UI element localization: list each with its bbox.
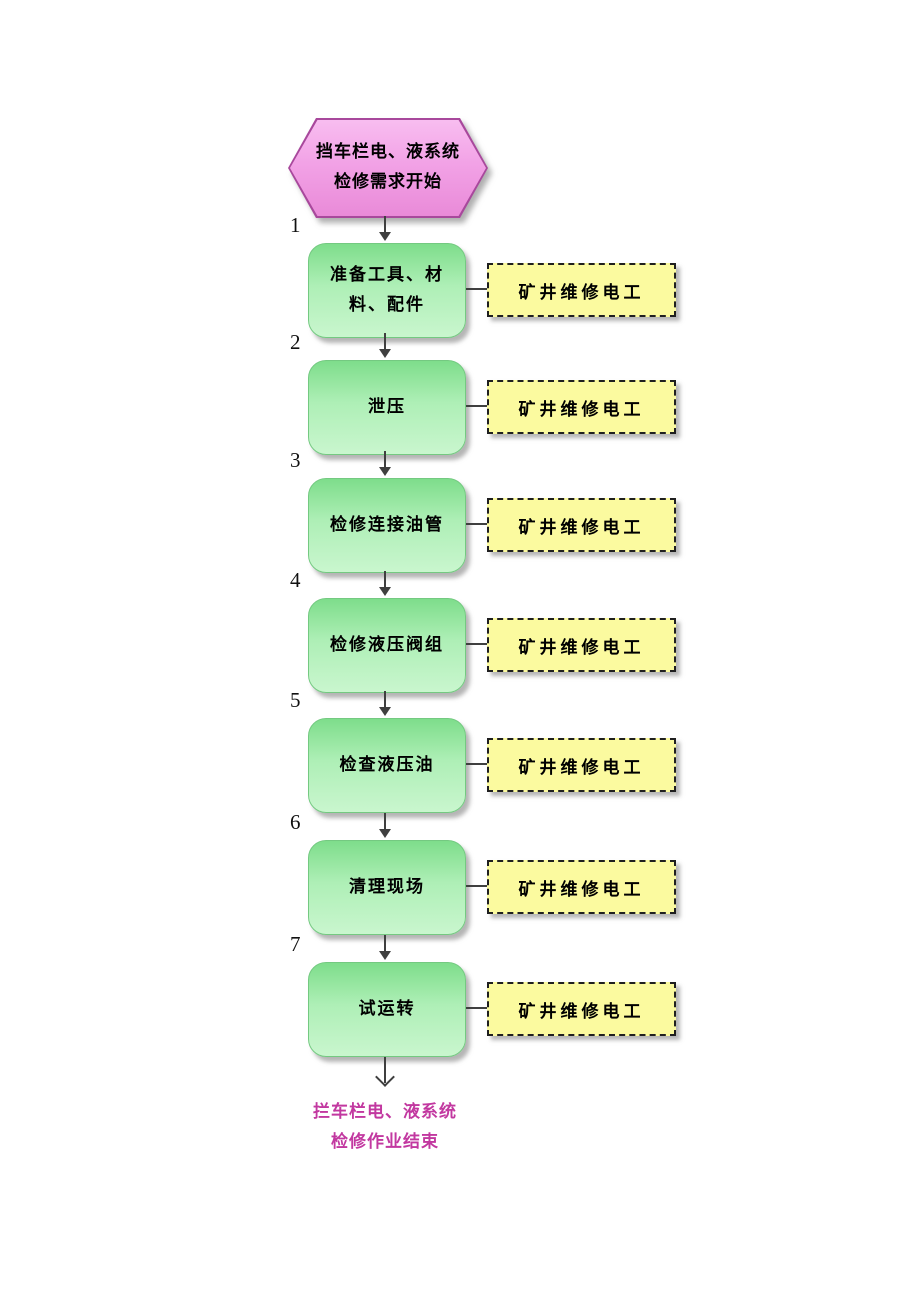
start-node: 挡车栏电、液系统 检修需求开始 — [288, 118, 488, 218]
arrow-shaft — [384, 935, 386, 953]
connector-line — [466, 643, 487, 645]
role-box: 矿井维修电工 — [487, 618, 676, 672]
flow-row-7: 7 试运转 矿井维修电工 — [0, 932, 920, 1057]
end-label-line1: 拦车栏电、液系统 — [313, 1102, 457, 1122]
arrow-shaft — [384, 691, 386, 709]
arrow-down-icon — [379, 587, 391, 596]
step-label: 检查液压油 — [339, 754, 435, 775]
arrow-down-icon — [379, 707, 391, 716]
role-box: 矿井维修电工 — [487, 498, 676, 552]
role-label: 矿井维修电工 — [518, 517, 645, 538]
arrow-down-icon — [379, 829, 391, 838]
step-box: 检修连接油管 — [308, 478, 466, 573]
step-label: 准备工具、材料、配件 — [330, 264, 444, 315]
role-label: 矿井维修电工 — [518, 637, 645, 658]
arrow-shaft — [384, 333, 386, 351]
arrow-shaft — [384, 571, 386, 589]
end-arrow-shaft — [384, 1057, 386, 1083]
flow-row-1: 1 准备工具、材料、配件 矿井维修电工 — [0, 213, 920, 338]
arrow-down-icon — [379, 951, 391, 960]
connector-line — [466, 405, 487, 407]
arrow-shaft — [384, 813, 386, 831]
step-box: 清理现场 — [308, 840, 466, 935]
role-box: 矿井维修电工 — [487, 263, 676, 317]
step-number: 5 — [290, 688, 301, 712]
step-label: 清理现场 — [349, 876, 425, 897]
role-box: 矿井维修电工 — [487, 380, 676, 434]
step-box: 泄压 — [308, 360, 466, 455]
role-box: 矿井维修电工 — [487, 738, 676, 792]
connector-line — [466, 1007, 487, 1009]
step-number: 3 — [290, 448, 301, 472]
step-label: 检修连接油管 — [330, 514, 444, 535]
step-number: 7 — [290, 932, 301, 956]
arrow-down-icon — [379, 349, 391, 358]
flow-row-6: 6 清理现场 矿井维修电工 — [0, 810, 920, 935]
end-arrow-chevron-icon — [375, 1067, 395, 1087]
flow-row-5: 5 检查液压油 矿井维修电工 — [0, 688, 920, 813]
end-node: 拦车栏电、液系统 检修作业结束 — [235, 1098, 535, 1158]
flow-row-4: 4 检修液压阀组 矿井维修电工 — [0, 568, 920, 693]
role-label: 矿井维修电工 — [518, 1001, 645, 1022]
step-label: 检修液压阀组 — [330, 634, 444, 655]
end-label-line2: 检修作业结束 — [331, 1131, 439, 1152]
step-label: 泄压 — [368, 396, 406, 417]
arrow-down-icon — [379, 467, 391, 476]
role-label: 矿井维修电工 — [518, 879, 645, 900]
step-number: 6 — [290, 810, 301, 834]
step-number: 1 — [290, 213, 301, 237]
role-label: 矿井维修电工 — [518, 282, 645, 303]
step-box: 试运转 — [308, 962, 466, 1057]
role-label: 矿井维修电工 — [518, 757, 645, 778]
arrow-down-icon — [379, 232, 391, 241]
step-label: 试运转 — [358, 998, 416, 1019]
connector-line — [466, 288, 487, 290]
step-number: 4 — [290, 568, 301, 592]
connector-line — [466, 885, 487, 887]
flow-row-2: 2 泄压 矿井维修电工 — [0, 330, 920, 455]
start-label-line1: 挡车栏电、液系统 — [316, 142, 460, 163]
flow-row-3: 3 检修连接油管 矿井维修电工 — [0, 448, 920, 573]
connector-line — [466, 523, 487, 525]
step-box: 检修液压阀组 — [308, 598, 466, 693]
connector-line — [466, 763, 487, 765]
step-number: 2 — [290, 330, 301, 354]
step-box: 检查液压油 — [308, 718, 466, 813]
role-label: 矿井维修电工 — [518, 399, 645, 420]
step-box: 准备工具、材料、配件 — [308, 243, 466, 338]
role-box: 矿井维修电工 — [487, 982, 676, 1036]
start-node-fill: 挡车栏电、液系统 检修需求开始 — [290, 120, 486, 216]
arrow-shaft — [384, 451, 386, 469]
role-box: 矿井维修电工 — [487, 860, 676, 914]
arrow-shaft — [384, 216, 386, 234]
start-label-line2: 检修需求开始 — [334, 172, 442, 192]
